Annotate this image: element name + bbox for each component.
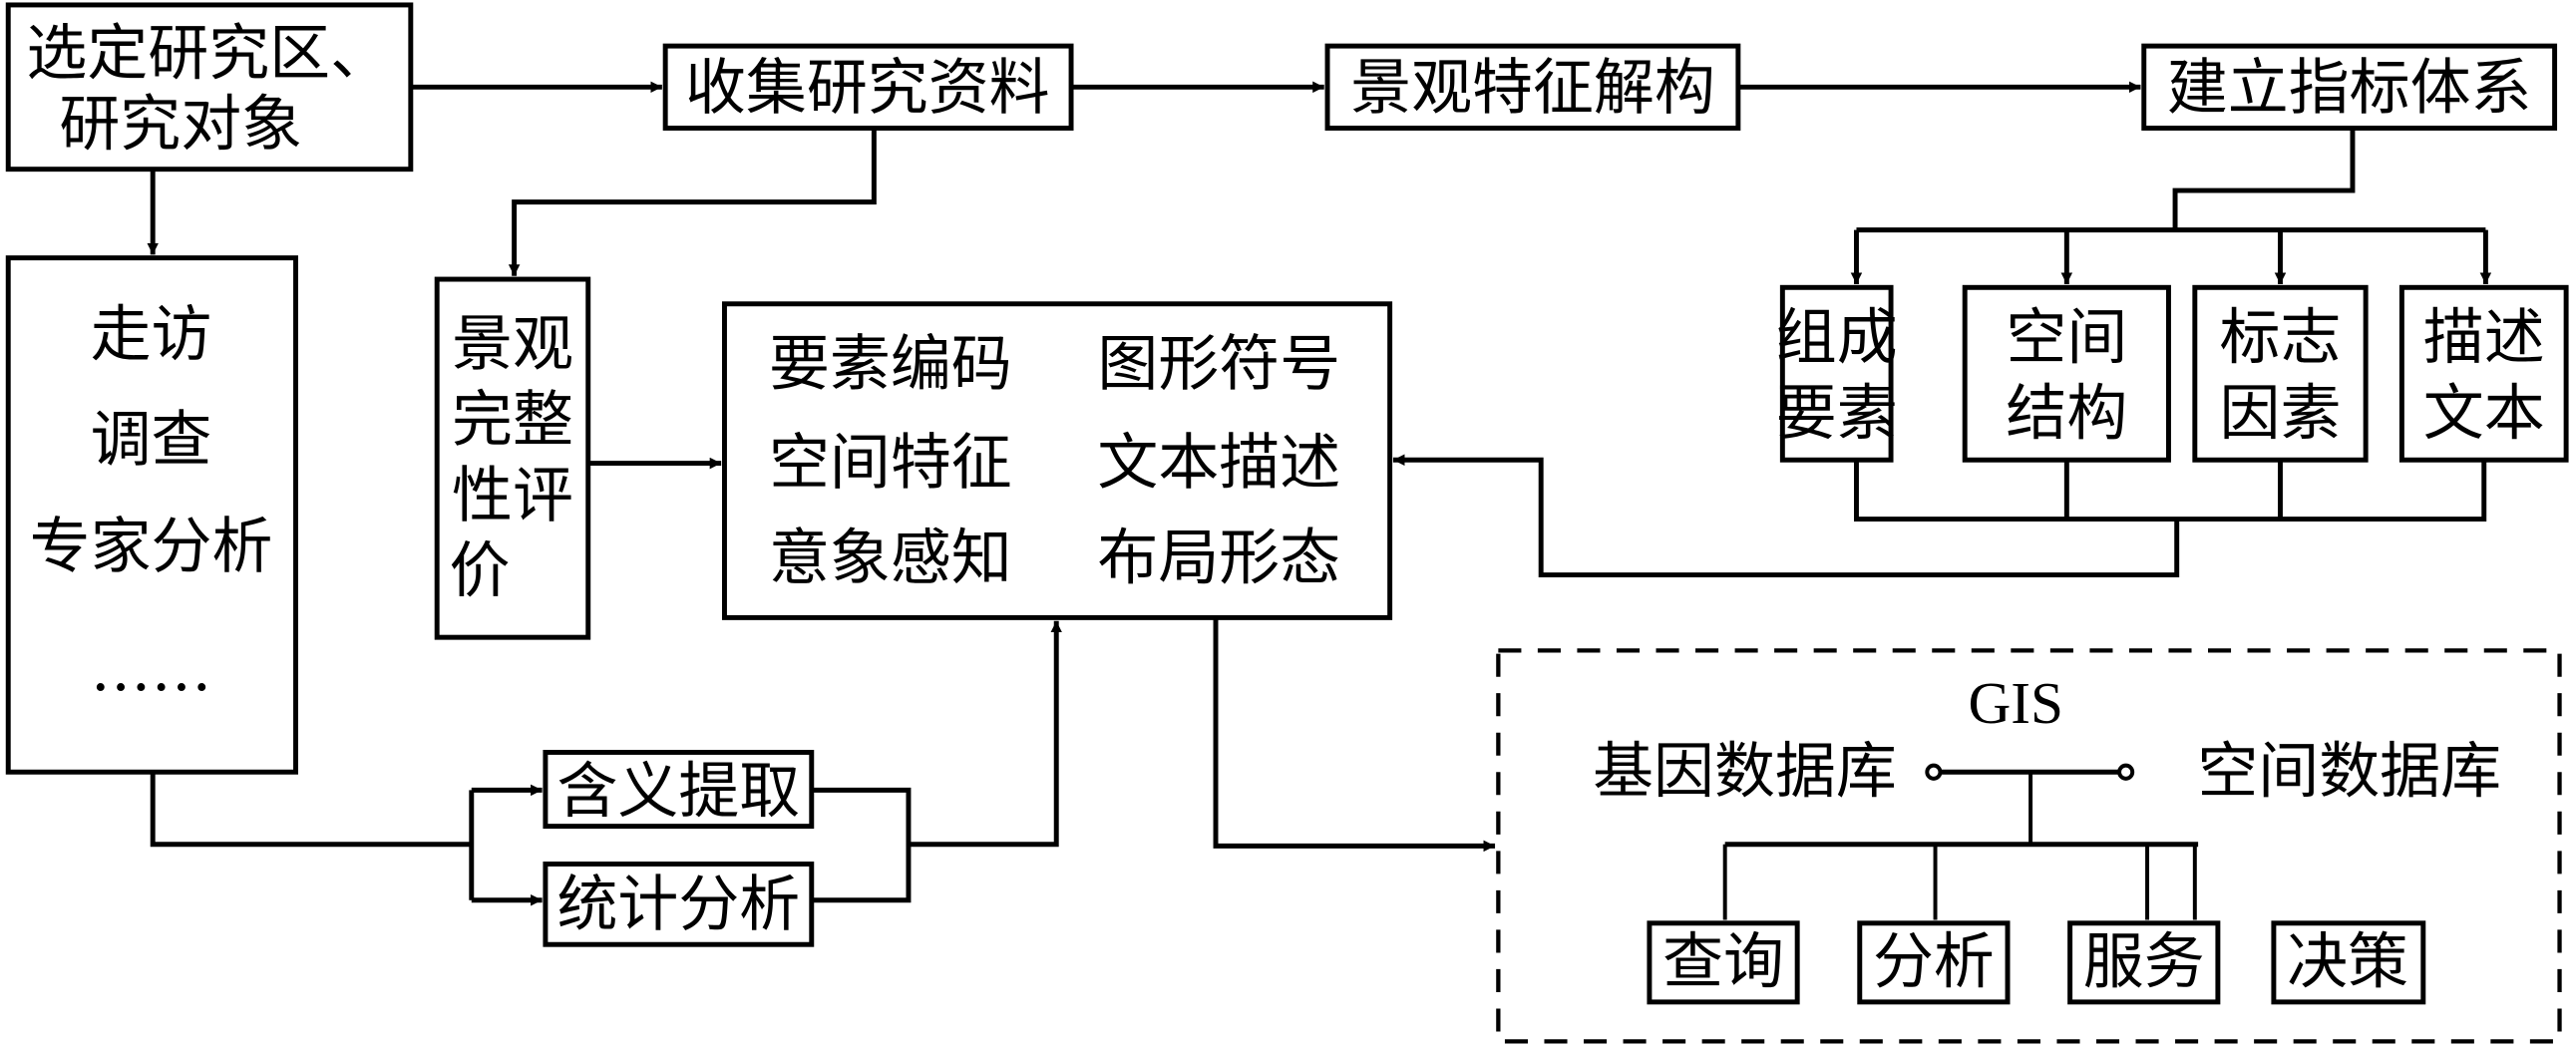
- node-collect-data-label: 收集研究资料: [685, 53, 1050, 124]
- node-indicator-description: 描述 文本: [2398, 284, 2569, 463]
- integrity-eval-line-4: 价: [450, 535, 511, 606]
- gis-title: GIS: [1968, 670, 2063, 736]
- indicator-4-line-1: 描述: [2423, 302, 2545, 373]
- field-methods-line-1: 走访: [91, 299, 212, 370]
- gis-db-link-left-node: [1925, 763, 1943, 781]
- node-indicator-composition: 组成 要素: [1776, 284, 1898, 463]
- node-stat-analysis: 统计分析: [543, 862, 815, 947]
- arrow-collect-to-integrity: [508, 128, 877, 276]
- integrity-eval-line-1: 景观: [452, 309, 573, 380]
- node-select-study: 选定研究区、 研究对象: [5, 2, 414, 173]
- node-features: 要素编码 图形符号 空间特征 文本描述 意象感知 布局形态: [721, 301, 1393, 620]
- field-methods-line-3: 专家分析: [30, 511, 273, 581]
- node-select-study-line-2: 研究对象: [59, 89, 302, 160]
- stat-analysis-label: 统计分析: [556, 869, 800, 939]
- gis-function-query-label: 查询: [1662, 926, 1784, 997]
- node-index-system: 建立指标体系: [2141, 43, 2558, 131]
- feature-layout-form: 布局形态: [1097, 523, 1340, 593]
- arrow-features-to-gis: [1213, 617, 1496, 853]
- connector-field-to-analysis: [150, 772, 472, 848]
- connector-index-down: [2172, 128, 2356, 230]
- gis-function-service: 服务: [2067, 920, 2221, 1005]
- node-collect-data: 收集研究资料: [662, 43, 1074, 131]
- gis-spatial-database: 空间数据库: [2197, 736, 2501, 807]
- field-methods-line-4: ……: [91, 634, 212, 705]
- indicator-2-line-1: 空间: [2006, 302, 2127, 373]
- gis-function-analysis: 分析: [1857, 920, 2011, 1005]
- node-indicator-spatial-structure: 空间 结构: [1962, 284, 2171, 463]
- gis-function-decision: 决策: [2271, 920, 2426, 1005]
- feature-spatial-character: 空间特征: [769, 427, 1012, 498]
- node-field-methods: 走访 调查 专家分析 ……: [5, 255, 298, 775]
- gis-function-service-label: 服务: [2083, 926, 2205, 997]
- node-integrity-eval: 景观 完整 性评 价: [434, 276, 591, 640]
- indicator-3-line-2: 因素: [2220, 378, 2342, 449]
- integrity-eval-line-3: 性评: [452, 460, 573, 530]
- gis-gene-database: 基因数据库: [1593, 736, 1897, 807]
- integrity-eval-line-2: 完整: [452, 384, 573, 455]
- feature-element-coding: 要素编码: [769, 328, 1012, 399]
- connector-indicators-bottom: [1854, 460, 2487, 523]
- connector-analysis-merge: [811, 621, 1056, 903]
- node-indicator-landmark: 标志 因素: [2192, 284, 2369, 463]
- feature-image-perception: 意象感知: [769, 523, 1012, 593]
- indicator-3-line-1: 标志: [2220, 302, 2342, 373]
- gis-panel: GIS 基因数据库 空间数据库 查询 分析 服务 决策: [1496, 648, 2562, 1044]
- node-index-system-label: 建立指标体系: [2167, 53, 2532, 124]
- indicator-4-line-2: 文本: [2423, 378, 2545, 449]
- indicator-1-line-2: 要素: [1776, 378, 1898, 449]
- indicator-1-line-1: 组成: [1776, 302, 1898, 373]
- meaning-extract-label: 含义提取: [556, 756, 800, 827]
- feature-graphic-symbol: 图形符号: [1097, 328, 1340, 399]
- node-deconstruct-label: 景观特征解构: [1350, 53, 1715, 124]
- node-deconstruct: 景观特征解构: [1324, 43, 1741, 131]
- arrow-indicators-to-features: [1392, 454, 2180, 578]
- gis-db-link-right-node: [2117, 763, 2135, 781]
- indicator-2-line-2: 结构: [2006, 378, 2127, 449]
- feature-text-description: 文本描述: [1097, 427, 1340, 498]
- node-select-study-line-1: 选定研究区、: [26, 18, 391, 89]
- gis-function-analysis-label: 分析: [1873, 926, 1995, 997]
- gis-function-query: 查询: [1647, 920, 1800, 1005]
- gis-function-decision-label: 决策: [2287, 926, 2408, 997]
- field-methods-line-2: 调查: [91, 404, 212, 475]
- node-meaning-extract: 含义提取: [543, 750, 815, 830]
- gis-branches: [1722, 844, 2197, 920]
